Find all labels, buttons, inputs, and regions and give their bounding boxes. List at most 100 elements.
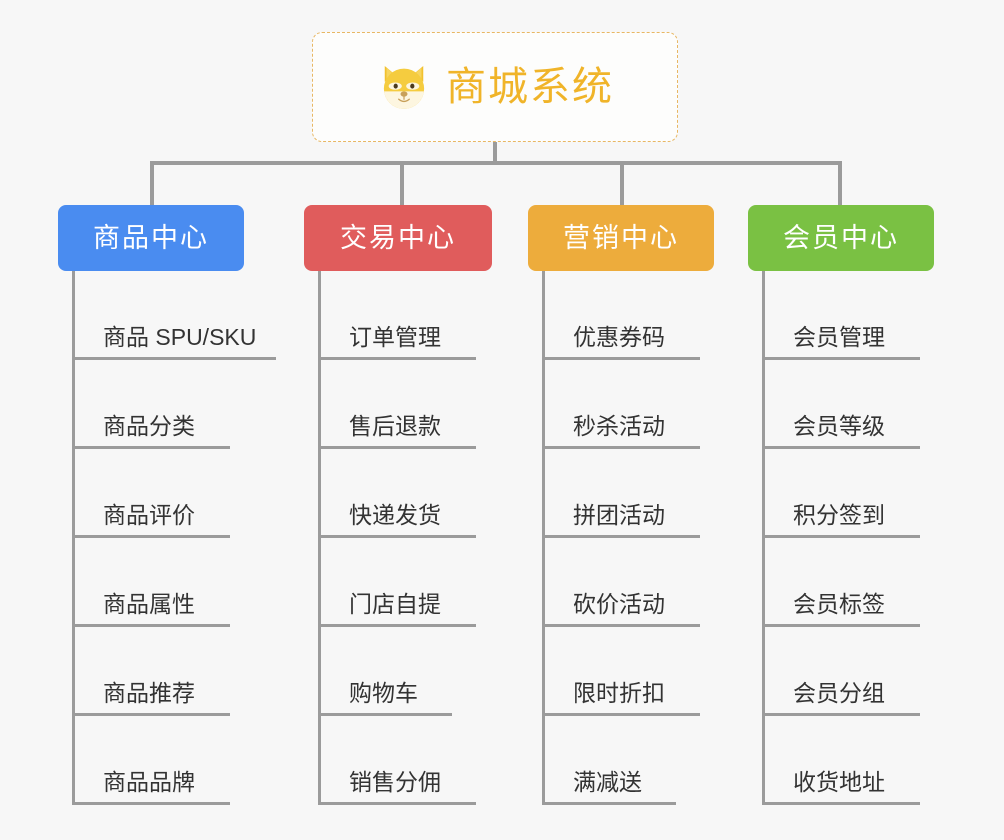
leaf-item-underline — [762, 713, 920, 716]
leaf-item[interactable]: 秒杀活动 — [528, 360, 714, 449]
leaf-item-label: 商品分类 — [103, 413, 195, 439]
leaf-item-underline — [762, 624, 920, 627]
connector-drop-4 — [838, 161, 842, 205]
leaf-item-underline — [542, 624, 700, 627]
category-header-2[interactable]: 交易中心 — [304, 205, 492, 271]
leaf-item[interactable]: 会员等级 — [748, 360, 934, 449]
leaf-item[interactable]: 砍价活动 — [528, 538, 714, 627]
column-spine-2 — [318, 271, 321, 805]
leaf-item[interactable]: 会员标签 — [748, 538, 934, 627]
leaf-item-label: 会员等级 — [793, 413, 885, 439]
category-column-1: 商品中心商品 SPU/SKU 商品分类商品评价商品属性商品推荐商品品牌 — [58, 205, 276, 805]
leaf-item[interactable]: 订单管理 — [304, 271, 492, 360]
leaf-item-underline — [72, 357, 276, 360]
leaf-item[interactable]: 商品推荐 — [58, 627, 244, 716]
category-column-2: 交易中心订单管理售后退款快递发货门店自提购物车销售分佣 — [304, 205, 492, 805]
leaf-item-label: 售后退款 — [349, 413, 441, 439]
leaf-item-label: 订单管理 — [349, 324, 441, 350]
column-spine-1 — [72, 271, 75, 805]
category-header-label: 会员中心 — [783, 222, 899, 253]
category-header-4[interactable]: 会员中心 — [748, 205, 934, 271]
leaf-item-underline — [72, 624, 230, 627]
leaf-item-label: 秒杀活动 — [573, 413, 665, 439]
leaf-item-label: 会员管理 — [793, 324, 885, 350]
leaf-item[interactable]: 积分签到 — [748, 449, 934, 538]
category-column-4: 会员中心会员管理会员等级积分签到会员标签会员分组收货地址 — [748, 205, 934, 805]
leaf-item-label: 快递发货 — [349, 502, 441, 528]
category-header-label: 交易中心 — [340, 222, 456, 253]
connector-drop-1 — [150, 161, 154, 205]
category-header-1[interactable]: 商品中心 — [58, 205, 244, 271]
category-header-3[interactable]: 营销中心 — [528, 205, 714, 271]
leaf-item-underline — [762, 802, 920, 805]
leaf-item-label: 限时折扣 — [573, 680, 665, 706]
leaf-item-label: 积分签到 — [793, 502, 885, 528]
leaf-item-underline — [318, 802, 476, 805]
leaf-item[interactable]: 商品评价 — [58, 449, 244, 538]
leaf-item-label: 砍价活动 — [573, 591, 665, 617]
leaf-item-underline — [762, 535, 920, 538]
category-column-3: 营销中心优惠券码秒杀活动拼团活动砍价活动限时折扣满减送 — [528, 205, 714, 805]
connector-drop-3 — [620, 161, 624, 205]
leaf-item-label: 会员标签 — [793, 591, 885, 617]
leaf-item-underline — [318, 713, 452, 716]
leaf-item[interactable]: 售后退款 — [304, 360, 492, 449]
leaf-item-underline — [72, 446, 230, 449]
leaf-item-label: 会员分组 — [793, 680, 885, 706]
leaf-item-label: 收货地址 — [793, 769, 885, 795]
leaf-item[interactable]: 商品属性 — [58, 538, 244, 627]
leaf-item-label: 门店自提 — [349, 591, 441, 617]
leaf-item-underline — [542, 713, 700, 716]
leaf-item-underline — [72, 713, 230, 716]
leaf-item[interactable]: 商品品牌 — [58, 716, 244, 805]
leaf-item-underline — [318, 357, 476, 360]
leaf-list-4: 会员管理会员等级积分签到会员标签会员分组收货地址 — [748, 271, 934, 805]
leaf-item-label: 优惠券码 — [573, 324, 665, 350]
leaf-item-underline — [542, 446, 700, 449]
leaf-item[interactable]: 商品 SPU/SKU — [58, 271, 276, 360]
leaf-item-label: 商品属性 — [103, 591, 195, 617]
root-title: 商城系统 — [446, 65, 614, 109]
leaf-item-underline — [542, 357, 700, 360]
connector-horizontal-bus — [150, 161, 840, 165]
leaf-item[interactable]: 会员分组 — [748, 627, 934, 716]
leaf-item[interactable]: 限时折扣 — [528, 627, 714, 716]
leaf-item[interactable]: 收货地址 — [748, 716, 934, 805]
leaf-item-underline — [762, 446, 920, 449]
leaf-item-underline — [762, 357, 920, 360]
leaf-item-label: 商品推荐 — [103, 680, 195, 706]
connector-root-stem — [493, 142, 497, 164]
leaf-item-underline — [318, 624, 476, 627]
leaf-item[interactable]: 购物车 — [304, 627, 492, 716]
leaf-item[interactable]: 拼团活动 — [528, 449, 714, 538]
leaf-item-underline — [542, 802, 676, 805]
leaf-item-label: 商品品牌 — [103, 769, 195, 795]
leaf-item[interactable]: 商品分类 — [58, 360, 244, 449]
leaf-item-underline — [72, 535, 230, 538]
leaf-item-label: 销售分佣 — [349, 769, 441, 795]
leaf-item-label: 购物车 — [349, 680, 418, 706]
leaf-item-underline — [542, 535, 700, 538]
category-header-label: 营销中心 — [563, 222, 679, 253]
leaf-item[interactable]: 满减送 — [528, 716, 714, 805]
leaf-item-label: 商品评价 — [103, 502, 195, 528]
leaf-list-1: 商品 SPU/SKU 商品分类商品评价商品属性商品推荐商品品牌 — [58, 271, 276, 805]
leaf-list-2: 订单管理售后退款快递发货门店自提购物车销售分佣 — [304, 271, 492, 805]
shiba-dog-emoji — [383, 66, 425, 109]
root-node[interactable]: 商城系统 — [312, 32, 678, 142]
leaf-item[interactable]: 会员管理 — [748, 271, 934, 360]
leaf-item-label: 满减送 — [573, 769, 642, 795]
leaf-item[interactable]: 快递发货 — [304, 449, 492, 538]
leaf-item-underline — [318, 535, 476, 538]
leaf-item-label: 商品 SPU/SKU — [103, 324, 257, 350]
category-header-label: 商品中心 — [93, 222, 209, 253]
column-spine-4 — [762, 271, 765, 805]
leaf-item-underline — [72, 802, 230, 805]
leaf-item[interactable]: 优惠券码 — [528, 271, 714, 360]
connector-drop-2 — [400, 161, 404, 205]
leaf-item[interactable]: 销售分佣 — [304, 716, 492, 805]
leaf-item[interactable]: 门店自提 — [304, 538, 492, 627]
leaf-list-3: 优惠券码秒杀活动拼团活动砍价活动限时折扣满减送 — [528, 271, 714, 805]
leaf-item-underline — [318, 446, 476, 449]
